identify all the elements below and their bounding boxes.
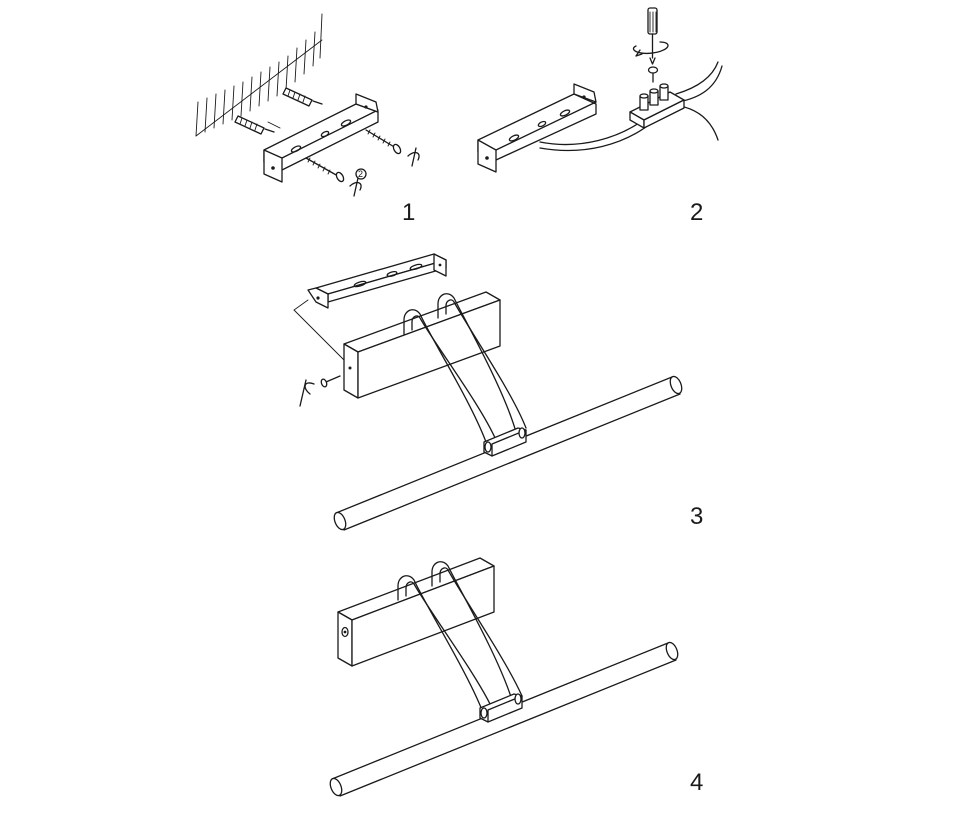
screw-right bbox=[365, 129, 420, 167]
screw-left bbox=[305, 157, 362, 197]
lamp-housing-step4 bbox=[337, 557, 495, 667]
lamp-arms-step4 bbox=[397, 561, 523, 711]
wall-plug-lower bbox=[234, 115, 275, 135]
mounting-bracket-step2 bbox=[477, 83, 597, 173]
step-2-illustration bbox=[477, 7, 723, 173]
lamp-bar-step4 bbox=[329, 641, 679, 797]
step-1-illustration: 2 bbox=[195, 13, 420, 197]
lamp-bar-clip-step4 bbox=[479, 693, 523, 723]
terminal-screw bbox=[647, 66, 659, 83]
screw-order-mark: 2 bbox=[355, 168, 367, 180]
terminal-block bbox=[629, 83, 685, 129]
alignment-guide-line bbox=[293, 299, 345, 361]
step-number-1: 1 bbox=[402, 199, 416, 226]
wall-hatching bbox=[195, 13, 323, 137]
step-number-3: 3 bbox=[690, 503, 704, 530]
lamp-arms-step3 bbox=[403, 293, 527, 443]
mounting-bracket-step3 bbox=[307, 253, 447, 309]
housing-fixing-screw bbox=[299, 375, 341, 407]
lamp-housing-step3 bbox=[343, 291, 501, 399]
mounting-bracket-step1 bbox=[263, 93, 379, 183]
step-number-2: 2 bbox=[690, 199, 704, 226]
step-number-4: 4 bbox=[690, 769, 704, 796]
step-3-illustration bbox=[293, 253, 683, 531]
step-4-illustration bbox=[329, 557, 679, 797]
screwdriver-icon bbox=[632, 7, 669, 65]
lamp-bar-clip-step3 bbox=[483, 427, 527, 457]
lamp-bar-step3 bbox=[333, 375, 683, 531]
wall-plug-upper bbox=[282, 87, 323, 107]
screw-order-number: 2 bbox=[358, 169, 363, 179]
insert-arrow bbox=[267, 121, 281, 129]
